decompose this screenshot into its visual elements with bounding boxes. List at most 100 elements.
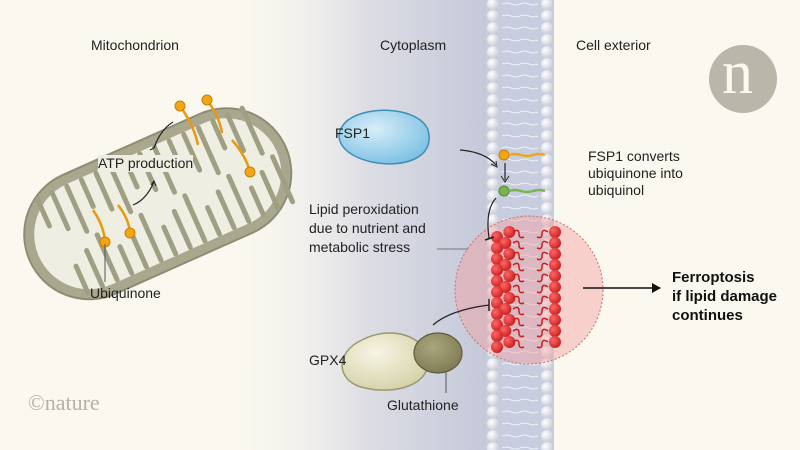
peroxidized-lipid (549, 226, 561, 238)
membrane-head (541, 82, 553, 94)
membrane-head (541, 430, 553, 442)
membrane-head (541, 34, 553, 46)
membrane-head (487, 10, 499, 22)
membrane-head (487, 370, 499, 382)
membrane-head (487, 0, 499, 10)
peroxidized-lipid (503, 292, 516, 304)
peroxidized-lipid (549, 292, 561, 304)
peroxidized-lipid (549, 259, 561, 271)
membrane-head (541, 0, 553, 10)
peroxidized-lipid (491, 275, 503, 287)
ferroptosis-note: Ferroptosis if lipid damage continues (672, 269, 778, 324)
mitochondrion (23, 105, 296, 301)
peroxidized-lipid (503, 336, 516, 348)
membrane-head (541, 46, 553, 58)
peroxidized-lipid (503, 248, 516, 260)
membrane-head (487, 214, 499, 226)
ubiquinone-label: Ubiquinone (90, 285, 161, 301)
peroxidized-lipid (549, 303, 561, 315)
membrane-head (541, 58, 553, 70)
membrane-head (541, 358, 553, 370)
peroxidized-lipid (491, 319, 503, 331)
fsp1-protein (338, 109, 430, 165)
lipid-peroxidation-note: Lipid peroxidation due to nutrient and m… (309, 201, 426, 255)
peroxidized-lipid (491, 286, 503, 298)
peroxidized-lipid (549, 281, 561, 293)
membrane-head (541, 94, 553, 106)
peroxidized-lipid (549, 325, 561, 337)
ubiquinone-head (498, 149, 510, 161)
membrane-head (541, 10, 553, 22)
peroxidized-lipid (549, 336, 561, 348)
gpx4-label: GPX4 (309, 352, 347, 368)
membrane-head (487, 130, 499, 142)
ubiquinone-molecules (91, 94, 256, 248)
membrane-head (541, 406, 553, 418)
peroxidized-lipid (549, 248, 561, 260)
membrane-head (487, 202, 499, 214)
membrane-head (541, 166, 553, 178)
gpx4-protein (341, 332, 429, 391)
membrane-head (487, 106, 499, 118)
membrane-head (487, 82, 499, 94)
membrane-head (541, 118, 553, 130)
atp-production-label: ATP production (98, 155, 194, 172)
peroxidized-lipid (503, 226, 516, 238)
membrane-head (487, 442, 499, 450)
membrane-head (487, 358, 499, 370)
membrane-head (541, 394, 553, 406)
peroxidized-lipid (491, 231, 503, 243)
membrane-head (541, 142, 553, 154)
fsp1-label: FSP1 (335, 125, 371, 141)
membrane-head (487, 58, 499, 70)
membrane-head (541, 382, 553, 394)
peroxidized-lipid (549, 270, 561, 282)
ubiquinol-inhibition (487, 197, 497, 239)
membrane-head (487, 394, 499, 406)
lipid-damage-zone (454, 215, 604, 365)
membrane-head (541, 418, 553, 430)
membrane-head (487, 70, 499, 82)
membrane-head (487, 166, 499, 178)
membrane-head (541, 154, 553, 166)
copyright-nature: ©nature (28, 390, 100, 415)
peroxidized-lipid (491, 253, 503, 265)
nature-logo (709, 45, 777, 113)
atp-arrow-up (132, 181, 155, 206)
membrane-head (541, 214, 553, 226)
membrane-head (487, 118, 499, 130)
membrane-head (487, 430, 499, 442)
ubiquinone-molecule (174, 100, 186, 112)
peroxidized-lipid (503, 314, 516, 326)
peroxidized-lipid (491, 341, 503, 353)
membrane-head (487, 34, 499, 46)
peroxidized-lipid (549, 237, 561, 249)
membrane-head (541, 70, 553, 82)
fsp1-note: FSP1 converts ubiquinone into ubiquinol (588, 148, 683, 198)
membrane-head (487, 406, 499, 418)
ubiquinone-molecule (201, 94, 213, 106)
membrane-head (487, 190, 499, 202)
ubiquinone-molecule (244, 166, 256, 178)
cell-membrane (486, 0, 554, 450)
peroxidized-lipid (491, 242, 503, 254)
glutathione (413, 332, 463, 374)
ubiquinol-head (498, 185, 510, 197)
peroxidized-lipid (491, 308, 503, 320)
region-label-mitochondrion: Mitochondrion (91, 37, 179, 53)
peroxidized-lipid (549, 314, 561, 326)
membrane-head (487, 178, 499, 190)
peroxidized-lipid (491, 264, 503, 276)
membrane-head (487, 22, 499, 34)
membrane-head (487, 154, 499, 166)
membrane-head (541, 442, 553, 450)
membrane-head (541, 22, 553, 34)
gpx4-inhibition (432, 304, 490, 326)
region-label-cytoplasm: Cytoplasm (380, 37, 447, 53)
membrane-head (487, 418, 499, 430)
nature-logo-letter: n (722, 39, 753, 107)
ubiquinone-molecule (124, 227, 136, 239)
peroxidized-lipids (491, 226, 561, 353)
